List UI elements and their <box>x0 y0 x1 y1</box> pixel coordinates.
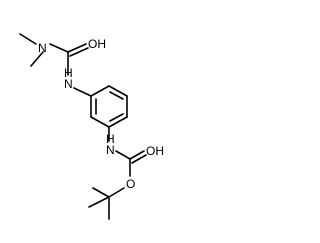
bond-o-tbu <box>108 187 125 198</box>
ring-bond-5 <box>90 116 110 128</box>
bond-c-o-urea-1 <box>67 43 87 53</box>
structure-svg: N OH N H N H OH O <box>19 33 164 220</box>
ring-bond-4-inner <box>109 113 124 122</box>
bond-me2-n <box>30 51 44 67</box>
ring-bond-1 <box>90 85 110 97</box>
atom-o-carbamate-ester: O <box>126 177 135 191</box>
atom-h-carbamate: H <box>106 132 115 146</box>
atom-o-urea: OH <box>88 37 106 51</box>
atom-h-urea: H <box>64 66 73 80</box>
bond-tbu-me2 <box>88 196 110 208</box>
bond-nh-ring-urea <box>73 87 92 97</box>
bond-c-o-urea-2 <box>69 47 89 57</box>
atom-n-carbamate: N <box>106 143 115 157</box>
bond-c-o-carbamate-1 <box>129 150 145 160</box>
ring-bond-2 <box>108 85 128 97</box>
bond-c-o-carbamate-2 <box>131 154 147 164</box>
ring-bond-2-inner <box>109 91 124 100</box>
bond-me1-n <box>19 33 37 45</box>
bond-nh-c-carbamate <box>115 150 131 160</box>
atom-n-dimethyl: N <box>38 41 47 55</box>
bond-tbu-me1 <box>92 187 110 198</box>
atom-o-carbamate-carbonyl: OH <box>146 144 164 158</box>
bond-n-c-urea <box>49 43 69 53</box>
atom-n-urea: N <box>64 77 73 91</box>
molecule-diagram: N OH N H N H OH O <box>19 33 164 220</box>
ring-bond-4 <box>108 116 128 128</box>
